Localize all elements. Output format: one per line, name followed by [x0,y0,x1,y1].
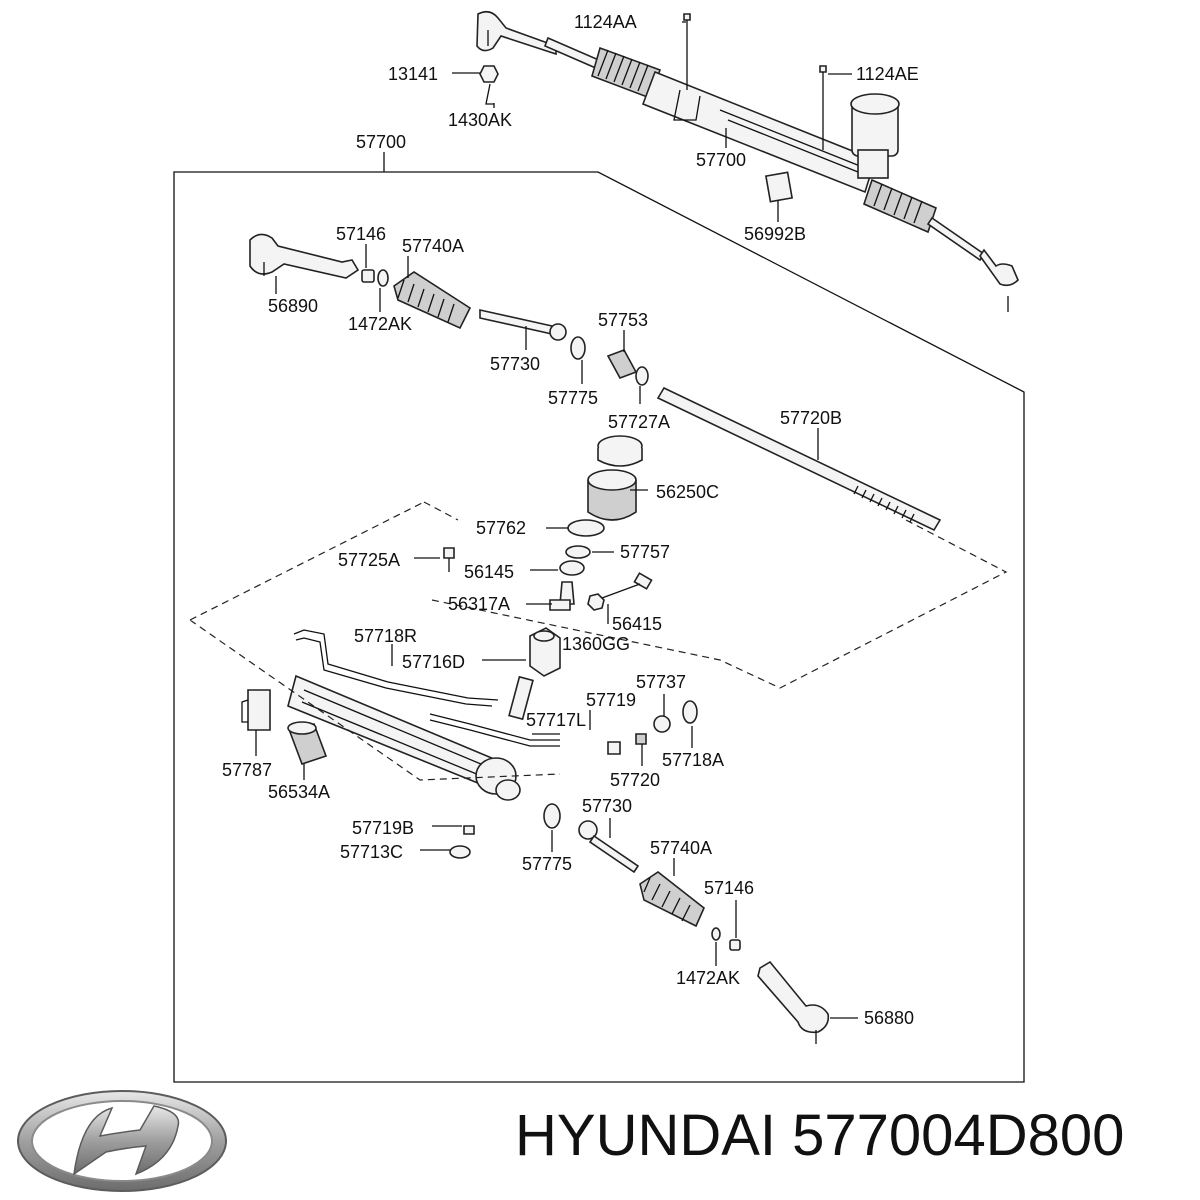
label-56880: 56880 [864,1008,914,1028]
part-number: 577004D800 [792,1103,1125,1168]
label-1430AK: 1430AK [448,110,512,130]
label-56250C: 56250C [656,482,719,502]
exploded-parts [241,233,942,1044]
label-1360GG: 1360GG [562,634,630,654]
label-57146-lower: 57146 [704,878,754,898]
label-57757: 57757 [620,542,670,562]
label-1472AK-upper: 1472AK [348,314,412,334]
leader-lines-exploded [255,244,858,1019]
label-57719: 57719 [586,690,636,710]
assembly-outline-box [173,171,1025,1083]
label-57740A-upper: 57740A [402,236,464,256]
label-57730-lower: 57730 [582,796,632,816]
label-57718R: 57718R [354,626,417,646]
label-57719B: 57719B [352,818,414,838]
label-1124AE: 1124AE [856,64,919,84]
assembled-rack-illustration [476,10,1019,312]
label-57753: 57753 [598,310,648,330]
label-1472AK-lower: 1472AK [676,968,740,988]
label-57700-assembly: 57700 [696,150,746,170]
label-56992B: 56992B [744,224,806,244]
label-57716D: 57716D [402,652,465,672]
label-57717L: 57717L [526,710,586,730]
footer-brand-part-number: HYUNDAI 577004D800 [515,1102,1124,1182]
label-57740A-lower: 57740A [650,838,712,858]
label-57720B: 57720B [780,408,842,428]
part-labels: 1124AA 13141 1430AK 1124AE 57700 57700 5… [222,12,919,1028]
label-57725A: 57725A [338,550,400,570]
label-57737: 57737 [636,672,686,692]
label-57713C: 57713C [340,842,403,862]
brand-name: HYUNDAI [515,1103,777,1168]
label-1124AA: 1124AA [574,12,637,32]
label-57762: 57762 [476,518,526,538]
label-56415: 56415 [612,614,662,634]
label-57727A: 57727A [608,412,670,432]
label-57775-lower: 57775 [522,854,572,874]
label-57700-top: 57700 [356,132,406,152]
label-13141: 13141 [388,64,438,84]
label-57787: 57787 [222,760,272,780]
label-56317A: 56317A [448,594,510,614]
hyundai-logo-icon [17,1090,227,1192]
label-57146-upper: 57146 [336,224,386,244]
label-57775-upper: 57775 [548,388,598,408]
label-57718A: 57718A [662,750,724,770]
label-56145: 56145 [464,562,514,582]
label-56890: 56890 [268,296,318,316]
label-57730-upper: 57730 [490,354,540,374]
label-57720: 57720 [610,770,660,790]
label-56534A: 56534A [268,782,330,802]
leader-lines-top [383,21,852,222]
